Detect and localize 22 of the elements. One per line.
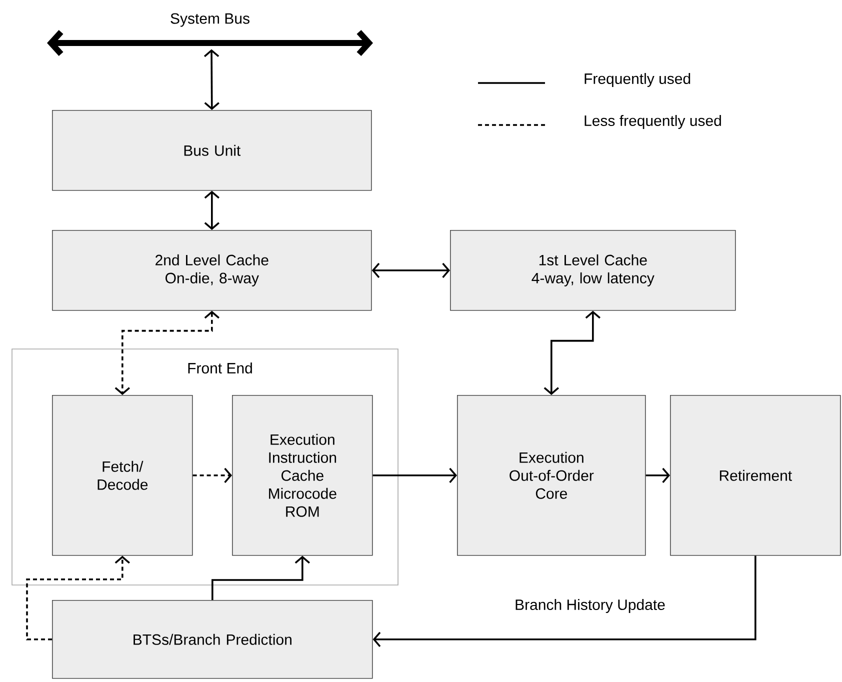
process-box: 2nd Level Cache On-die, 8-way	[52, 230, 372, 311]
arrow	[646, 468, 670, 483]
arrow	[372, 556, 756, 647]
arrow	[114, 310, 220, 395]
arrow	[212, 556, 310, 600]
arrow	[544, 310, 600, 395]
arrow	[372, 262, 450, 278]
legend-text: Less frequently used	[584, 115, 721, 129]
arrow	[192, 468, 232, 483]
edge-label: Branch History Update	[512, 597, 668, 615]
arrow	[204, 190, 220, 230]
arrow	[372, 468, 457, 483]
process-box: BTSs/Branch Prediction	[52, 600, 373, 679]
process-box: Execution Out-of-Order Core	[457, 395, 646, 556]
component-box: Fetch/ Decode	[52, 395, 193, 556]
arrow	[204, 49, 220, 110]
component-box: Execution Instruction Cache Microcode ROM	[232, 395, 373, 556]
process-box: Retirement	[670, 395, 841, 556]
process-box: Bus Unit	[52, 110, 372, 191]
legend-text: Frequently used	[584, 73, 690, 87]
process-box: 1st Level Cache 4-way, low latency	[450, 230, 736, 311]
arrow	[26, 556, 130, 640]
